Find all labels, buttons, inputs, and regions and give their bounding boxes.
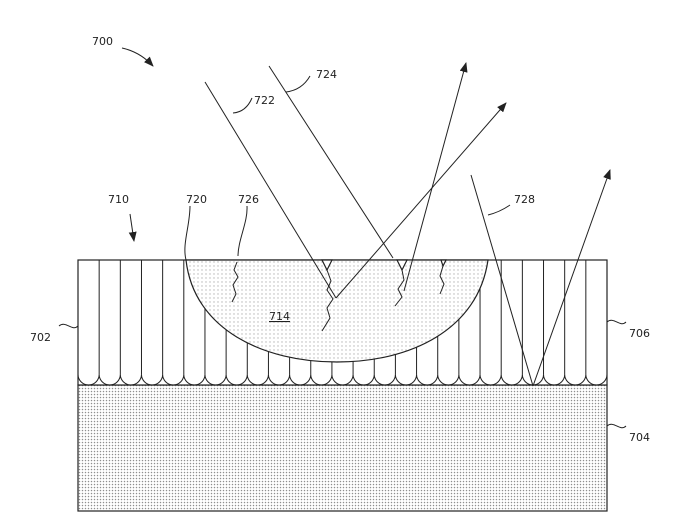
label-710: 710: [108, 193, 129, 206]
ray-728-reflected: [532, 169, 611, 387]
leader-722: [232, 97, 253, 114]
substrate-layer: [77, 384, 608, 512]
light-rays: [204, 62, 611, 387]
label-722: 722: [254, 94, 275, 107]
leader-700-arrow: [121, 47, 154, 67]
leader-706: [606, 319, 627, 325]
ray-724-reflected: [403, 62, 468, 292]
leader-702: [58, 323, 79, 329]
label-714: 714: [269, 310, 290, 323]
leader-710-arrow: [128, 213, 137, 242]
ray-724-incident: [268, 65, 394, 259]
label-702: 702: [30, 331, 51, 344]
lens-region: [185, 259, 489, 363]
leader-728: [487, 204, 511, 216]
grain-bottom-scallops: [77, 374, 608, 386]
label-700: 700: [92, 35, 113, 48]
leader-726: [237, 205, 248, 257]
leader-724: [285, 75, 311, 93]
leader-lines: [58, 47, 627, 429]
label-728: 728: [514, 193, 535, 206]
ray-722-incident: [204, 81, 337, 299]
label-720: 720: [186, 193, 207, 206]
leader-720: [184, 205, 191, 261]
crack-lines: [231, 261, 445, 332]
label-704: 704: [629, 431, 650, 444]
leader-704: [606, 423, 627, 429]
label-706: 706: [629, 327, 650, 340]
label-724: 724: [316, 68, 337, 81]
ray-728-incident: [470, 174, 534, 387]
ray-722-reflected: [335, 102, 507, 299]
surface-notches: [321, 259, 447, 272]
label-726: 726: [238, 193, 259, 206]
